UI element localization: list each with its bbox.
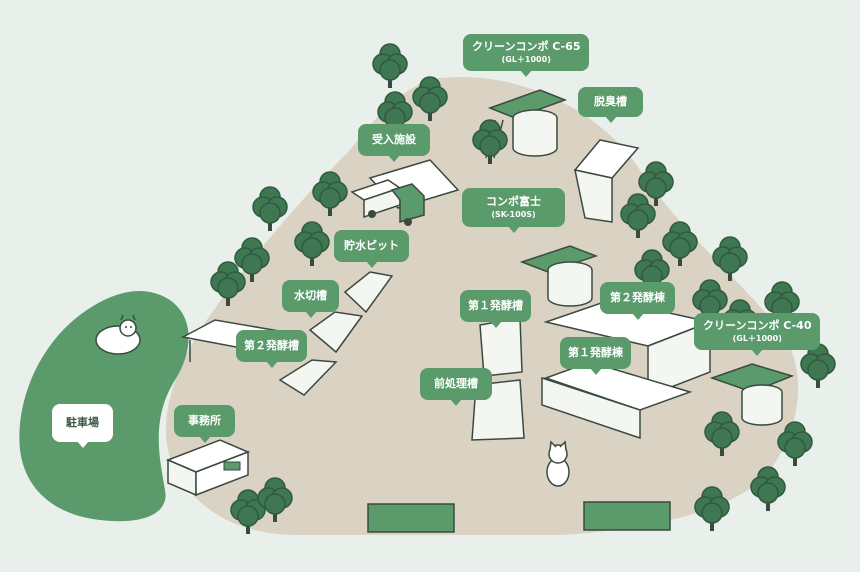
label-office-title: 事務所 <box>188 414 221 427</box>
label-compo-c65-title: クリーンコンポ C-65 <box>472 40 581 53</box>
label-parking-title: 駐車場 <box>66 416 99 429</box>
label-compo-fuji-title: コンポ富士 <box>486 195 541 208</box>
label-water-pit: 貯水ピット <box>334 230 409 268</box>
label-ferment-1-tank: 第１発酵槽 <box>460 290 531 328</box>
label-dewater-tank-title: 水切槽 <box>294 289 327 302</box>
label-deodorizer: 脱臭槽 <box>578 87 643 123</box>
label-pretreat-tank: 前処理槽 <box>420 368 492 406</box>
label-compo-fuji-sub: (SK-100S) <box>491 209 536 219</box>
tank-icon <box>709 363 795 426</box>
label-ferment-2-bldg: 第２発酵棟 <box>600 282 675 320</box>
label-ferment-2-tank: 第２発酵槽 <box>236 330 307 368</box>
label-compo-fuji: コンポ富士 (SK-100S) <box>462 188 565 233</box>
label-water-pit-title: 貯水ピット <box>344 239 399 252</box>
cow-icon <box>95 314 141 355</box>
label-compo-c40: クリーンコンポ C-40 (GL＋1000) <box>694 313 821 356</box>
label-deodorizer-title: 脱臭槽 <box>594 95 627 108</box>
office-building <box>166 439 250 497</box>
tank-icon <box>519 245 599 307</box>
gate-icon <box>367 501 671 533</box>
deodorizer-tank <box>573 139 640 223</box>
ferment-beds <box>278 271 525 441</box>
label-dewater-tank: 水切槽 <box>282 280 339 318</box>
label-ferment-1-bldg: 第１発酵棟 <box>560 337 631 375</box>
label-compo-c65: クリーンコンポ C-65 (GL＋1000) <box>463 34 590 77</box>
label-ferment-1-bldg-title: 第１発酵棟 <box>568 346 623 359</box>
label-ferment-2-tank-title: 第２発酵槽 <box>244 339 299 352</box>
tank-icon <box>485 89 568 159</box>
label-ferment-2-bldg-title: 第２発酵棟 <box>610 291 665 304</box>
truck-icon <box>350 179 425 226</box>
label-receiving: 受入施設 <box>358 124 430 162</box>
ferment-building <box>541 299 713 440</box>
label-compo-c40-sub: (GL＋1000) <box>732 333 782 343</box>
label-ferment-1-tank-title: 第１発酵槽 <box>468 299 523 312</box>
cat-icon <box>546 440 570 487</box>
label-compo-c40-title: クリーンコンポ C-40 <box>703 319 812 332</box>
label-receiving-title: 受入施設 <box>372 133 416 146</box>
label-office: 事務所 <box>174 405 235 443</box>
label-parking: 駐車場 <box>52 404 113 448</box>
label-pretreat-tank-title: 前処理槽 <box>434 377 478 390</box>
label-compo-c65-sub: (GL＋1000) <box>501 54 551 64</box>
